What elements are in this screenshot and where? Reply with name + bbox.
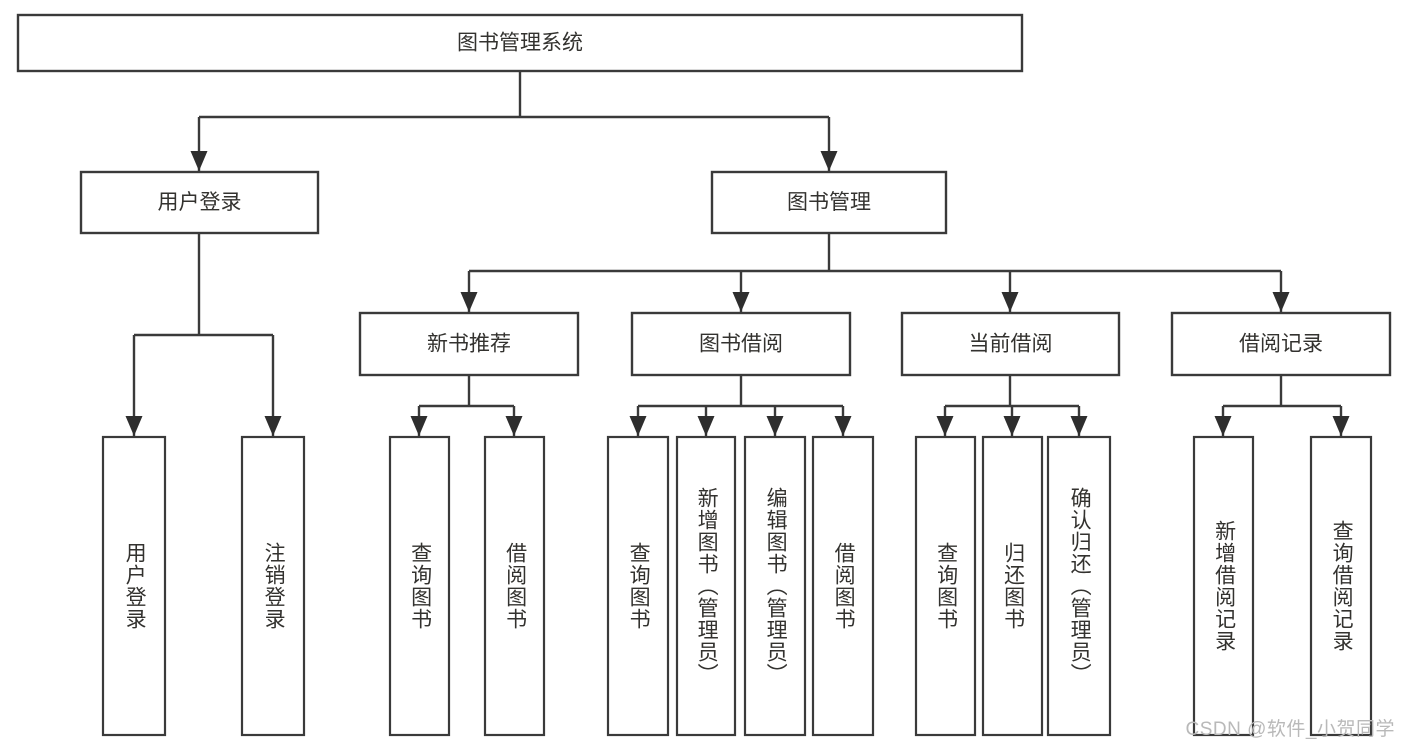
arrow-head-icon [1001, 292, 1019, 312]
watermark-label: CSDN @软件_小贺同学 [1185, 719, 1395, 740]
node-box-user-login[interactable] [79, 170, 320, 235]
arrow-head-icon [732, 292, 750, 312]
arrow-head-icon [1214, 416, 1232, 436]
arrow-head-icon [766, 416, 784, 436]
node-box-leaf-borrow-book-1[interactable] [483, 435, 546, 737]
node-box-leaf-add-record[interactable] [1192, 435, 1255, 737]
connectors-layer [125, 71, 1350, 436]
node-box-leaf-logout[interactable] [240, 435, 306, 737]
node-box-new-book-recommend[interactable] [358, 311, 580, 377]
arrow-head-icon [1272, 292, 1290, 312]
arrow-head-icon [460, 292, 478, 312]
node-box-leaf-borrow-book-2[interactable] [811, 435, 875, 737]
node-box-leaf-query-book-1[interactable] [388, 435, 451, 737]
node-box-current-borrow[interactable] [900, 311, 1121, 377]
node-box-borrow-record[interactable] [1170, 311, 1392, 377]
node-box-leaf-query-book-2[interactable] [606, 435, 670, 737]
node-box-leaf-add-book[interactable] [675, 435, 737, 737]
node-label-user-login: 用户登录 [158, 191, 242, 214]
arrow-head-icon [264, 416, 282, 436]
node-label-book-borrow: 图书借阅 [699, 333, 783, 356]
node-label-new-book-recommend: 新书推荐 [427, 333, 511, 356]
arrow-head-icon [629, 416, 647, 436]
arrow-head-icon [697, 416, 715, 436]
node-box-leaf-user-login[interactable] [101, 435, 167, 737]
node-label-borrow-record: 借阅记录 [1239, 333, 1323, 356]
arrow-head-icon [1332, 416, 1350, 436]
node-box-book-borrow[interactable] [630, 311, 852, 377]
node-label-book-manage: 图书管理 [787, 191, 871, 214]
node-box-leaf-return-book[interactable] [981, 435, 1044, 737]
arrow-head-icon [190, 151, 208, 171]
node-label-current-borrow: 当前借阅 [969, 333, 1053, 356]
arrow-head-icon [1070, 416, 1088, 436]
arrow-head-icon [834, 416, 852, 436]
arrow-head-icon [410, 416, 428, 436]
node-box-book-manage[interactable] [710, 170, 948, 235]
node-box-leaf-query-book-3[interactable] [914, 435, 977, 737]
arrow-head-icon [936, 416, 954, 436]
arrow-head-icon [125, 416, 143, 436]
arrow-head-icon [505, 416, 523, 436]
node-box-leaf-edit-book[interactable] [743, 435, 807, 737]
arrow-head-icon [1003, 416, 1021, 436]
node-label-root: 图书管理系统 [457, 32, 583, 55]
node-box-leaf-confirm-return[interactable] [1046, 435, 1112, 737]
node-box-root[interactable] [16, 13, 1024, 73]
node-box-leaf-query-record[interactable] [1309, 435, 1373, 737]
arrow-head-icon [820, 151, 838, 171]
